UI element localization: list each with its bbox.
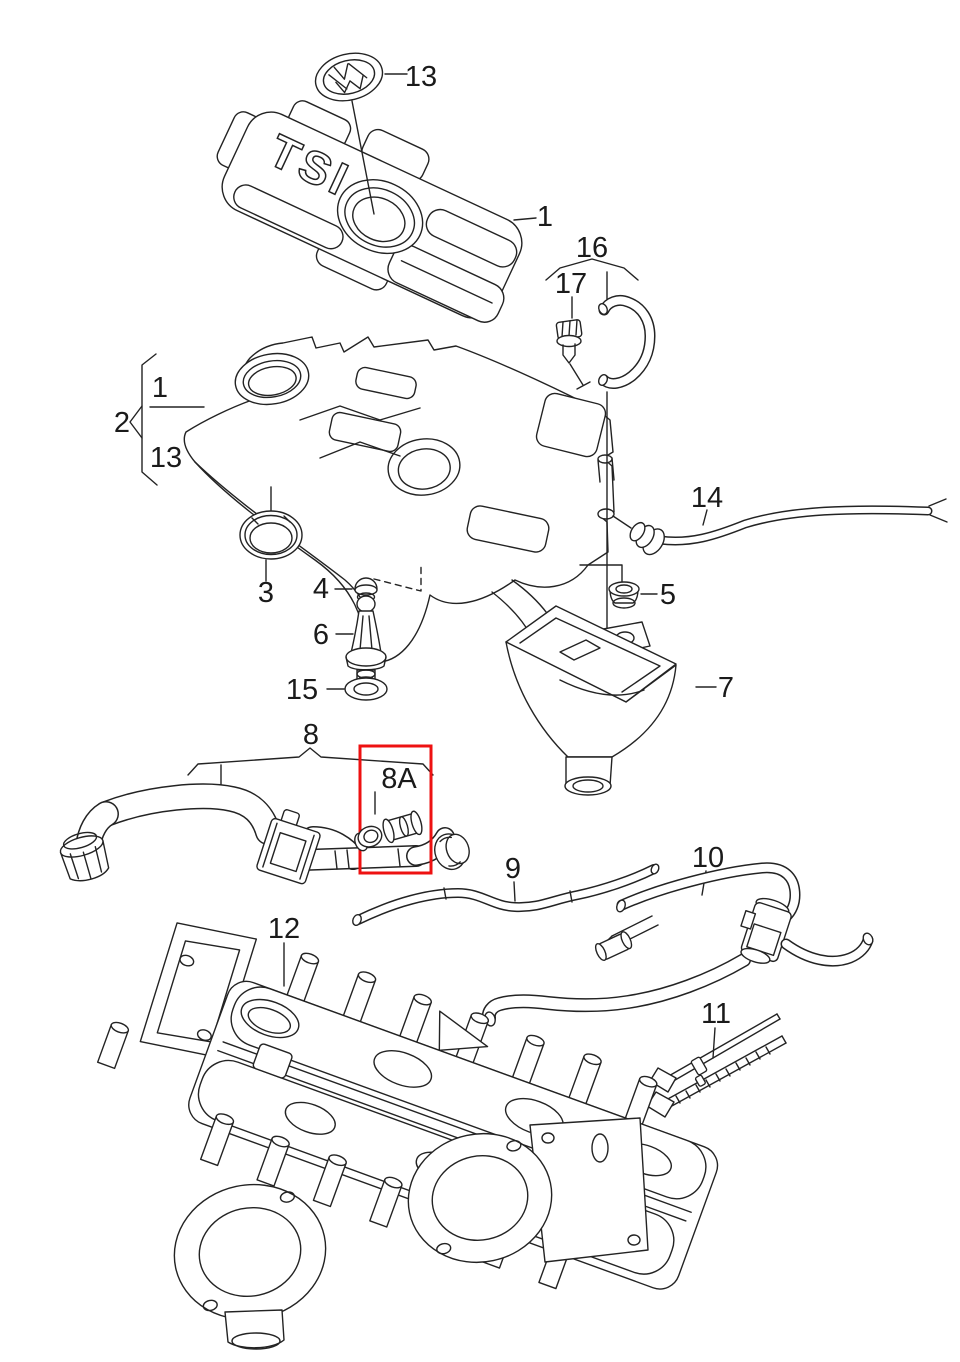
callout-8[interactable]: 8 [303, 719, 319, 751]
callout-16[interactable]: 16 [576, 232, 608, 264]
round-flange-b [173, 1183, 327, 1321]
hose-8-right-fitting [434, 833, 470, 871]
callout-12[interactable]: 12 [268, 913, 300, 945]
callout-4[interactable]: 4 [313, 573, 329, 605]
hose-8-connector [256, 809, 321, 885]
callout-5[interactable]: 5 [660, 579, 676, 611]
connector-8A [354, 810, 423, 852]
bracket-7 [505, 605, 677, 796]
bracket-group-2 [129, 353, 205, 486]
vw-logo [314, 52, 384, 102]
callout-1-top[interactable]: 1 [537, 201, 553, 233]
callout-3[interactable]: 3 [258, 577, 274, 609]
leader-line-17b [569, 363, 584, 386]
tie-ribs [675, 1046, 771, 1104]
callout-6[interactable]: 6 [313, 619, 329, 651]
callout-2[interactable]: 2 [114, 407, 130, 439]
bracket-16 [545, 258, 639, 281]
hose-16 [597, 294, 656, 389]
clip-17 [555, 319, 583, 364]
leader-line-11 [712, 1027, 716, 1059]
leader-dash-4 [373, 565, 422, 592]
cover-stub [597, 454, 615, 520]
callout-8A[interactable]: 8A [381, 763, 417, 795]
callout-10[interactable]: 10 [692, 842, 724, 874]
vent-valve-hose-10 [481, 862, 874, 1027]
washer-15 [344, 677, 388, 701]
hose-9 [352, 863, 660, 927]
callout-11[interactable]: 11 [701, 998, 731, 1030]
leader-tick-17 [576, 381, 591, 390]
callout-9[interactable]: 9 [505, 853, 521, 885]
leader-line-14 [702, 509, 708, 526]
leader-line-1-top [513, 217, 537, 221]
hose-8-end-cap [59, 831, 110, 882]
callout-17[interactable]: 17 [555, 268, 587, 300]
camshaft-housing-12 [96, 922, 719, 1350]
callout-13-top[interactable]: 13 [405, 61, 437, 93]
callout-15[interactable]: 15 [286, 674, 318, 706]
cable-ties-11 [646, 1013, 787, 1118]
valve-10-body [740, 897, 792, 964]
cap-4 [354, 577, 378, 602]
engine-cover-top: TSI [216, 100, 523, 323]
callout-1-bracket[interactable]: 1 [152, 372, 168, 404]
hose-14 [612, 498, 948, 556]
callout-14[interactable]: 14 [691, 482, 723, 514]
bottom-spout [224, 1309, 285, 1350]
grommet-5 [579, 564, 640, 609]
seal-ring-3 [239, 510, 303, 560]
stud-row-top [285, 952, 658, 1129]
leader-line-emblem [351, 100, 375, 215]
callout-13-bracket[interactable]: 13 [150, 442, 182, 474]
highlight-box-8A[interactable] [358, 744, 433, 875]
round-flange-a [407, 1132, 553, 1264]
leader-line-9 [513, 881, 516, 902]
bracket-8 [187, 747, 434, 776]
engine-cover-underside [183, 336, 617, 725]
callout-7[interactable]: 7 [718, 672, 734, 704]
